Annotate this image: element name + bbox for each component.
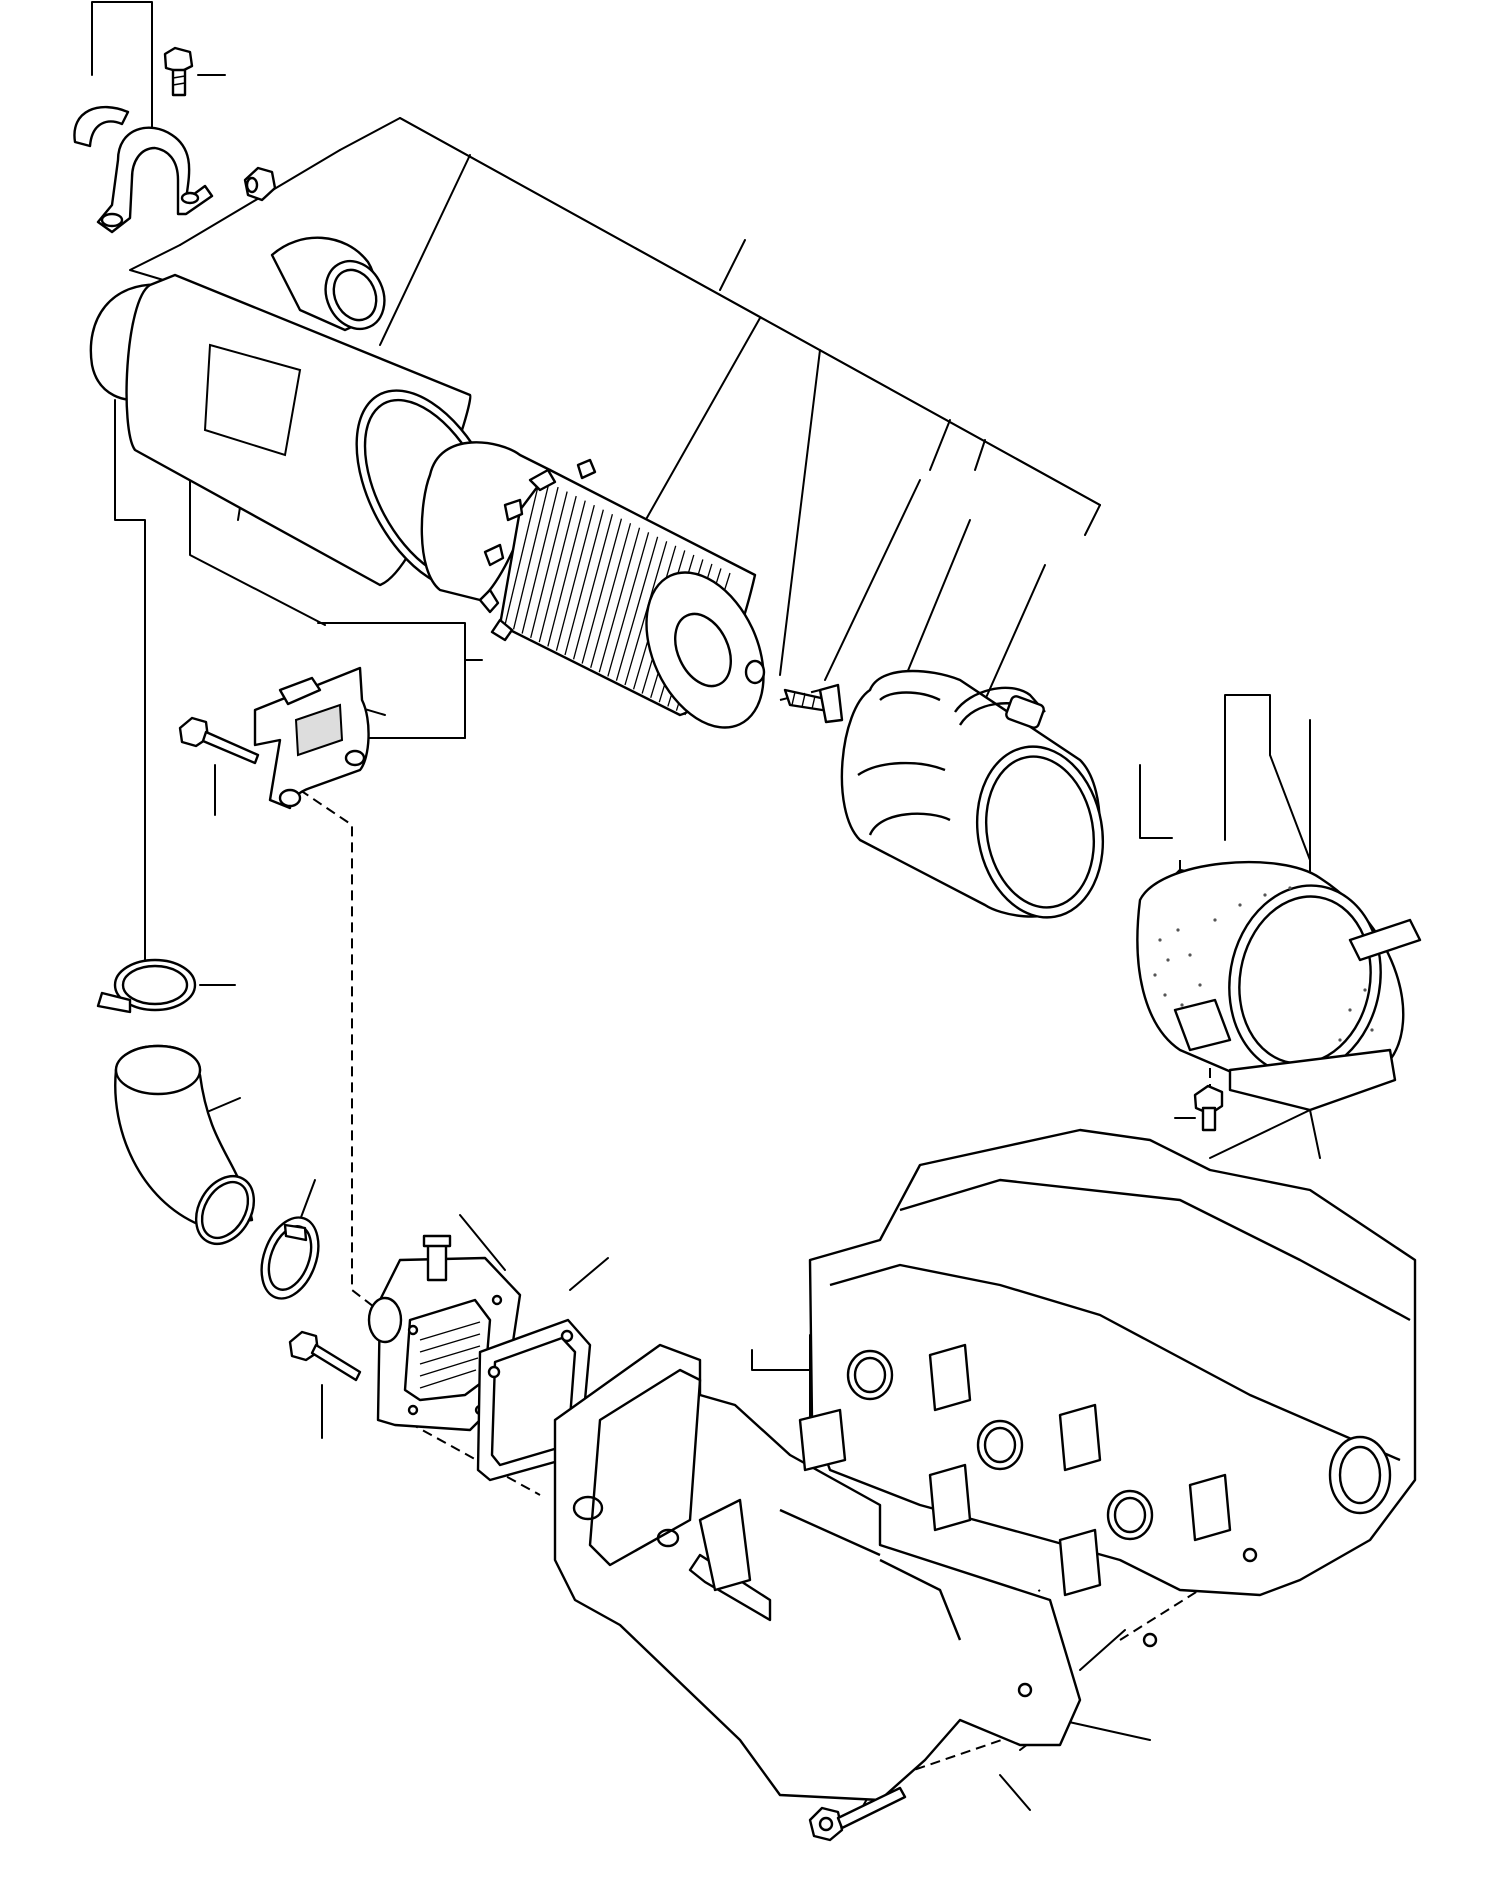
filter-element-icon xyxy=(478,458,765,729)
clamp-band-icon xyxy=(1136,860,1422,1112)
filter-rib xyxy=(555,504,595,651)
filter-rib xyxy=(572,514,614,660)
u-bracket-icon xyxy=(96,126,214,234)
filter-rib xyxy=(547,500,586,647)
cap-icon xyxy=(840,669,1105,919)
filter-rib xyxy=(607,532,650,677)
filter-rib xyxy=(590,523,632,669)
hose-clamp-icon xyxy=(96,958,197,1014)
filter-rib xyxy=(615,536,659,681)
filter-rib xyxy=(564,509,604,656)
bolt-icon xyxy=(1193,1084,1224,1132)
bolt-icon xyxy=(808,1786,907,1842)
bolt-icon xyxy=(163,46,194,97)
nut-icon xyxy=(243,166,277,202)
filter-rib xyxy=(504,477,541,626)
filter-fins xyxy=(478,458,597,642)
clamp-band-icon xyxy=(73,105,130,148)
canister-icon xyxy=(89,236,552,602)
engine-block-icon xyxy=(798,1128,1417,1698)
bracket-icon xyxy=(253,666,370,810)
bolt-icon xyxy=(288,1330,362,1382)
hose-clamp-icon xyxy=(260,1216,320,1300)
port-openings xyxy=(798,1343,1392,1597)
filter-rib xyxy=(530,491,568,639)
elbow-hose-icon xyxy=(114,1044,256,1245)
bolt-icon xyxy=(178,716,260,765)
filter-rib xyxy=(521,486,559,634)
strap-texture xyxy=(1153,886,1374,1042)
filter-rib xyxy=(512,482,550,630)
filter-rib xyxy=(598,527,641,673)
manifold-icon xyxy=(553,1343,1082,1802)
wing-nut-icon xyxy=(744,659,844,724)
filter-rib xyxy=(581,518,623,664)
filter-rib xyxy=(538,495,577,643)
filter-rib xyxy=(624,541,668,686)
